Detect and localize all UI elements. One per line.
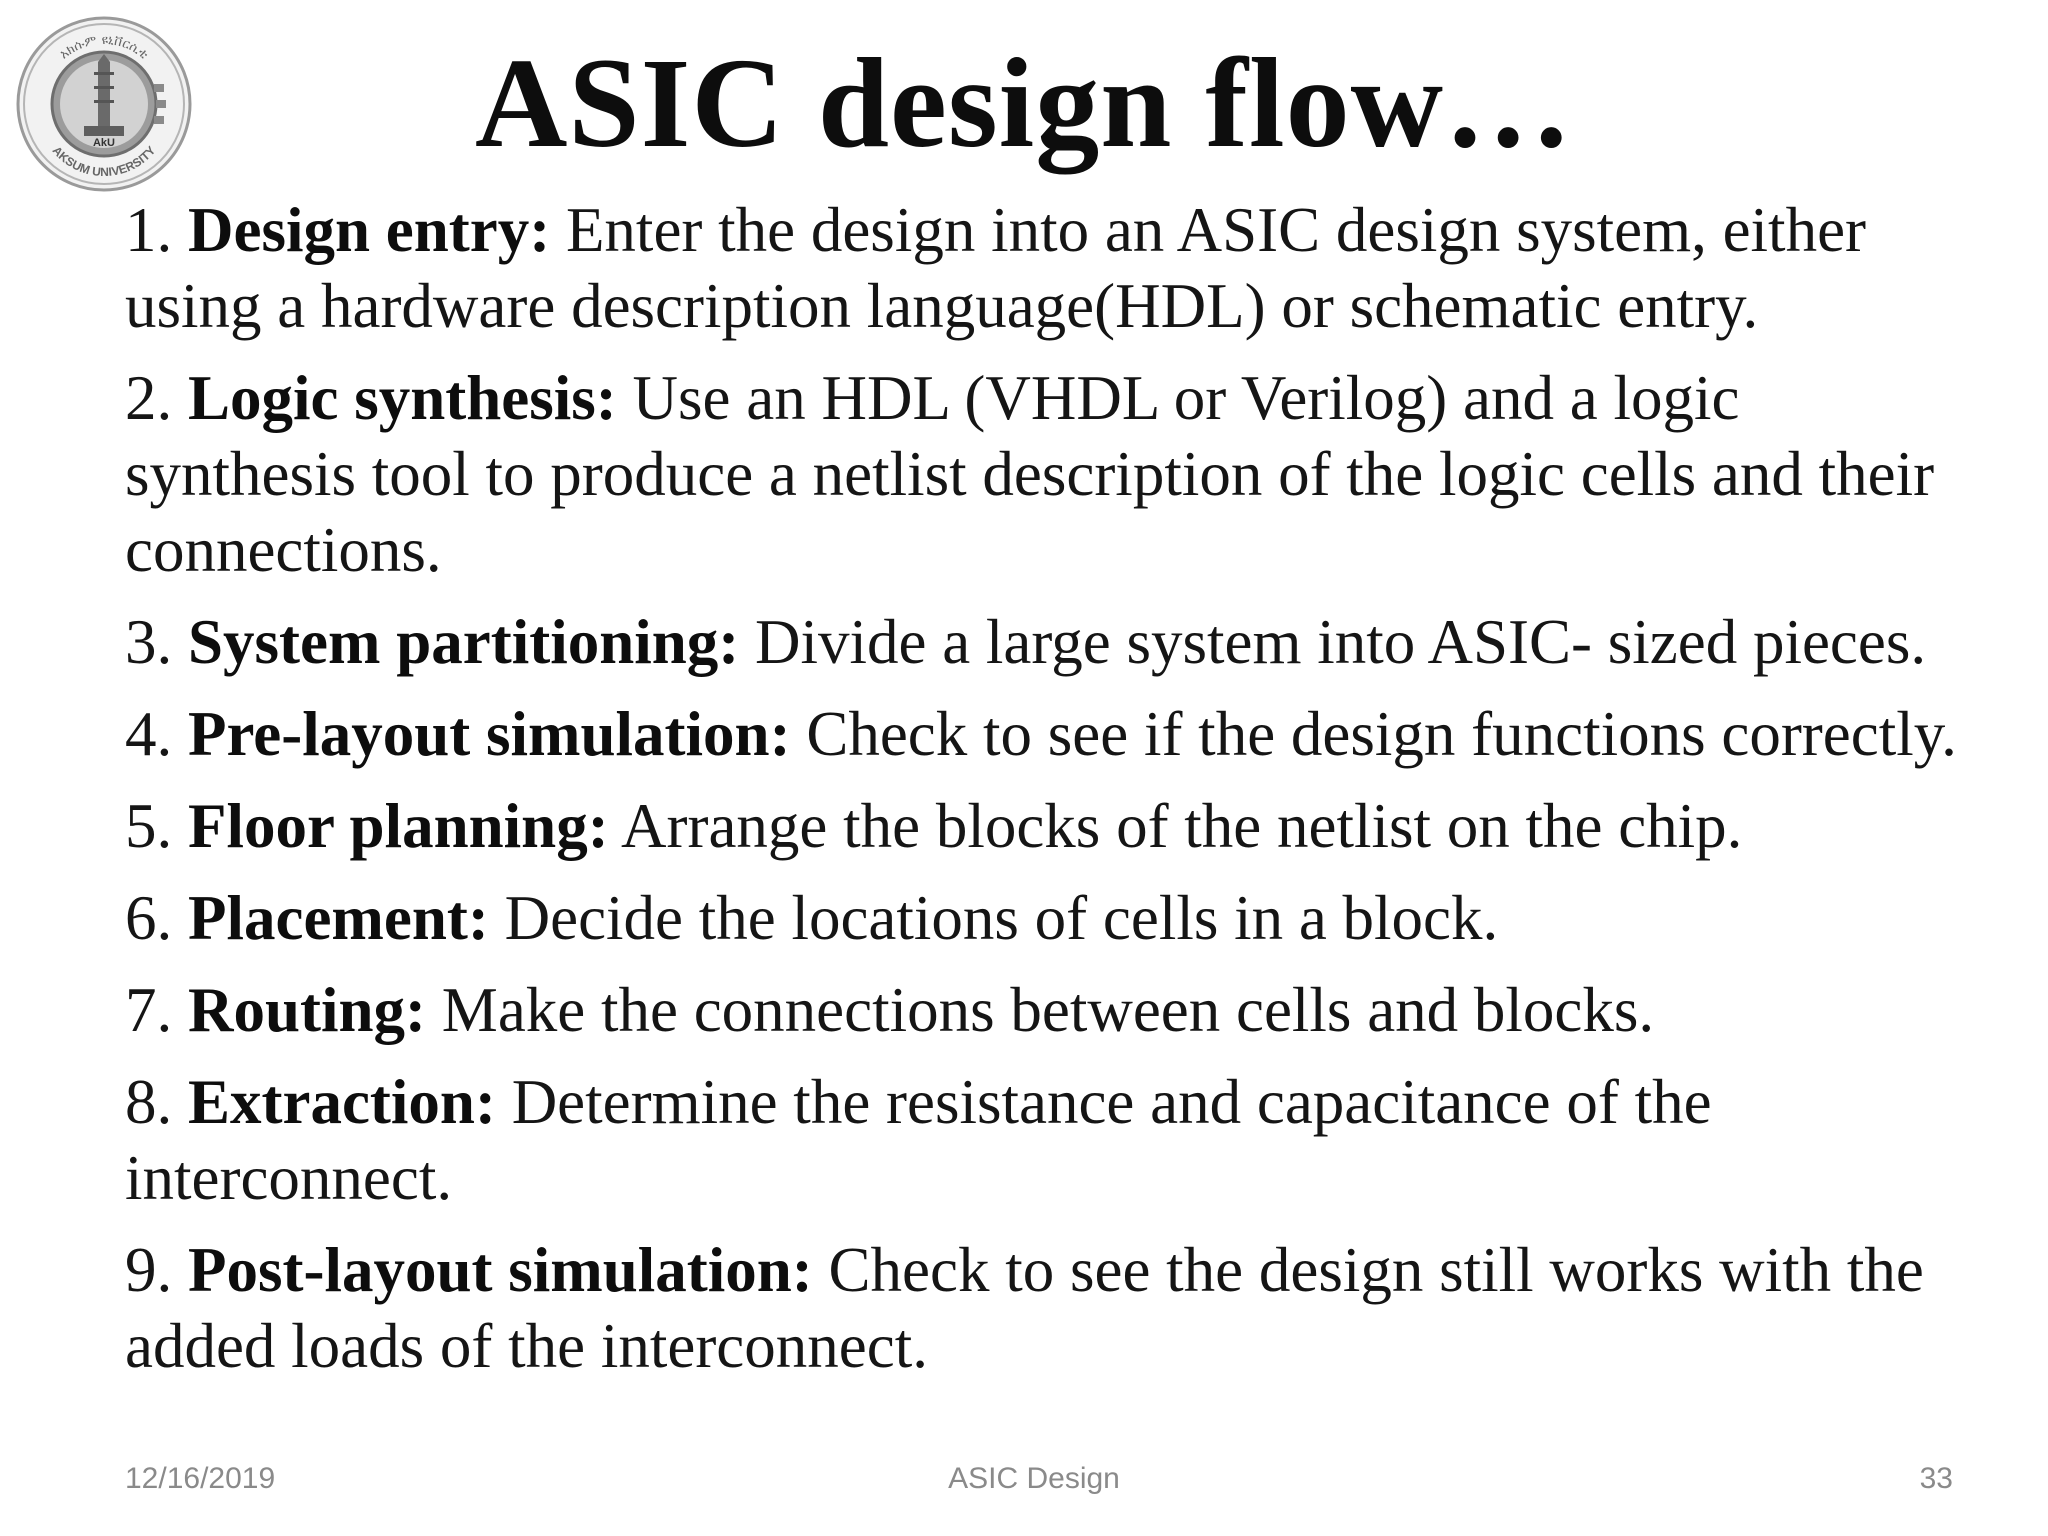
footer-date: 12/16/2019 — [125, 1462, 276, 1495]
item-number: 6. — [125, 883, 173, 953]
item-number: 8. — [125, 1067, 173, 1137]
page-number: 33 — [1919, 1462, 1953, 1495]
item-number: 4. — [125, 699, 173, 769]
list-item: 9. Post-layout simulation: Check to see … — [125, 1232, 1975, 1384]
design-flow-list: 1. Design entry: Enter the design into a… — [125, 192, 1975, 1400]
item-heading: Extraction: — [188, 1067, 496, 1137]
svg-text:AkU: AkU — [93, 137, 115, 149]
item-heading: System partitioning: — [188, 607, 740, 677]
item-number: 2. — [125, 363, 173, 433]
item-number: 5. — [125, 791, 173, 861]
item-number: 9. — [125, 1235, 173, 1305]
item-number: 3. — [125, 607, 173, 677]
slide-title: ASIC design flow… — [474, 32, 1574, 174]
list-item: 2. Logic synthesis: Use an HDL (VHDL or … — [125, 360, 1975, 588]
list-item: 1. Design entry: Enter the design into a… — [125, 192, 1975, 344]
item-number: 1. — [125, 195, 173, 265]
item-heading: Logic synthesis: — [188, 363, 617, 433]
item-heading: Placement: — [188, 883, 489, 953]
list-item: 7. Routing: Make the connections between… — [125, 972, 1975, 1048]
footer-title: ASIC Design — [948, 1462, 1120, 1495]
list-item: 8. Extraction: Determine the resistance … — [125, 1064, 1975, 1216]
item-description: Check to see the design still works with… — [125, 1235, 1924, 1381]
university-logo: AkU አክሱም ዩኒቨርሲቲ AKSUM UNIVERSITY — [16, 16, 192, 192]
list-item: 4. Pre-layout simulation: Check to see i… — [125, 696, 1975, 772]
item-heading: Design entry: — [188, 195, 551, 265]
item-heading: Floor planning: — [188, 791, 609, 861]
list-item: 3. System partitioning: Divide a large s… — [125, 604, 1975, 680]
item-heading: Post-layout simulation: — [188, 1235, 813, 1305]
item-heading: Pre-layout simulation: — [188, 699, 791, 769]
item-description: Determine the resistance and capacitance… — [125, 1067, 1712, 1213]
item-description: Decide the locations of cells in a block… — [504, 883, 1499, 953]
item-description: Divide a large system into ASIC- sized p… — [755, 607, 1927, 677]
item-heading: Routing: — [188, 975, 427, 1045]
item-description: Enter the design into an ASIC design sys… — [125, 195, 1867, 341]
list-item: 5. Floor planning: Arrange the blocks of… — [125, 788, 1975, 864]
item-description: Make the connections between cells and b… — [441, 975, 1655, 1045]
item-description: Check to see if the design functions cor… — [806, 699, 1957, 769]
list-item: 6. Placement: Decide the locations of ce… — [125, 880, 1975, 956]
item-number: 7. — [125, 975, 173, 1045]
item-description: Use an HDL (VHDL or Verilog) and a logic… — [125, 363, 1935, 585]
item-description: Arrange the blocks of the netlist on the… — [620, 791, 1743, 861]
